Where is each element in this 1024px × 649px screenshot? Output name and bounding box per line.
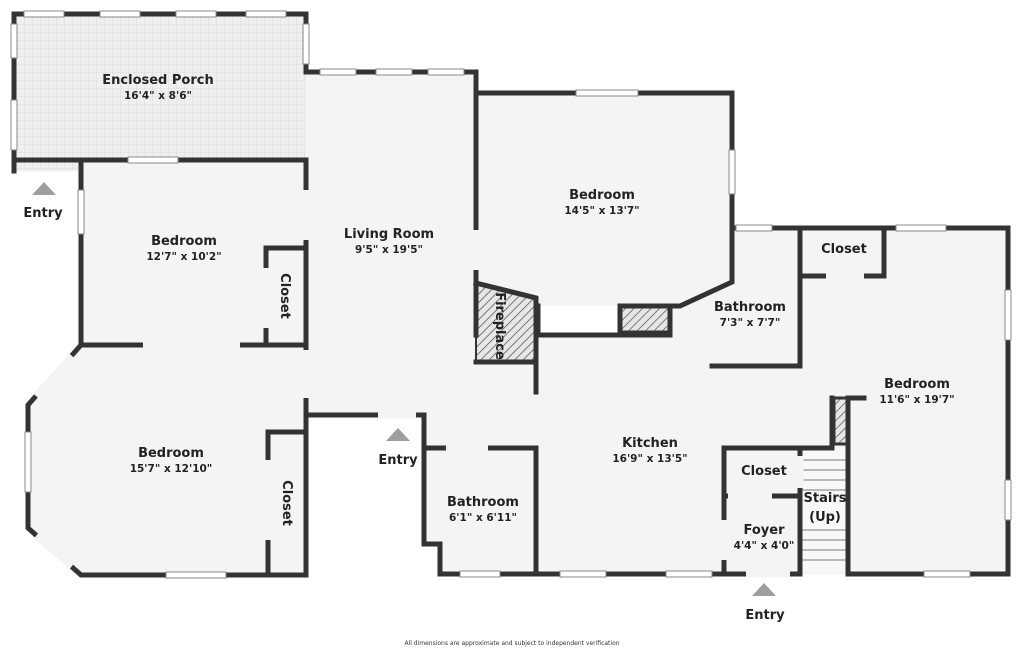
closet-label-right-bedroom: Closet	[821, 242, 867, 257]
kitchen-name: Kitchen	[622, 436, 678, 451]
disclaimer-text: All dimensions are approximate and subje…	[404, 640, 619, 647]
porch-dims: 16'4" x 8'6"	[124, 90, 192, 102]
top-bedroom-floor	[476, 93, 732, 335]
entry-arrow-icon	[386, 428, 410, 441]
left-lower-bedroom-dims: 15'7" x 12'10"	[130, 463, 213, 475]
porch-name: Enclosed Porch	[102, 73, 213, 88]
entry-arrow-icon	[32, 182, 56, 195]
living-room-name: Living Room	[344, 227, 434, 242]
bathroom-hatch	[618, 304, 672, 335]
foyer-name: Foyer	[744, 523, 786, 538]
upper-bathroom-dims: 7'3" x 7'7"	[720, 317, 781, 329]
entry-label-center: Entry	[378, 453, 418, 468]
lower-bathroom-name: Bathroom	[447, 495, 519, 510]
stairs-steps	[802, 448, 848, 572]
left-lower-bedroom-floor	[28, 345, 306, 575]
enclosed-porch-floor	[16, 16, 306, 171]
left-upper-bedroom-name: Bedroom	[151, 234, 217, 249]
right-bedroom-dims: 11'6" x 19'7"	[879, 394, 954, 406]
right-bedroom-name: Bedroom	[884, 377, 950, 392]
fireplace-label: Fireplace	[492, 292, 507, 360]
floors	[16, 16, 1008, 575]
lower-bathroom-dims: 6'1" x 6'11"	[449, 512, 517, 524]
stairs-label: Stairs	[804, 491, 847, 506]
upper-bathroom-name: Bathroom	[714, 300, 786, 315]
stairs-up-label: (Up)	[809, 510, 841, 525]
top-bedroom-dims: 14'5" x 13'7"	[564, 205, 639, 217]
entry-label-left: Entry	[23, 206, 63, 221]
entry-arrow-icon	[752, 583, 776, 596]
closet-label-lower-left: Closet	[279, 480, 294, 526]
kitchen-floor	[424, 335, 832, 574]
living-room-floor	[306, 72, 476, 415]
closet-label-foyer: Closet	[741, 464, 787, 479]
door-openings	[33, 190, 864, 578]
foyer-dims: 4'4" x 4'0"	[734, 540, 795, 552]
closet-label-upper-left: Closet	[277, 273, 292, 319]
left-lower-bedroom-name: Bedroom	[138, 446, 204, 461]
entry-label-bottom: Entry	[745, 608, 785, 623]
room-labels: Enclosed Porch 16'4" x 8'6" Living Room …	[23, 73, 954, 647]
kitchen-dims: 16'9" x 13'5"	[612, 453, 687, 465]
left-upper-bedroom-dims: 12'7" x 10'2"	[146, 251, 221, 263]
top-bedroom-name: Bedroom	[569, 188, 635, 203]
living-room-dims: 9'5" x 19'5"	[355, 244, 423, 256]
windows	[10, 10, 1012, 579]
upper-bathroom-floor	[670, 228, 800, 366]
